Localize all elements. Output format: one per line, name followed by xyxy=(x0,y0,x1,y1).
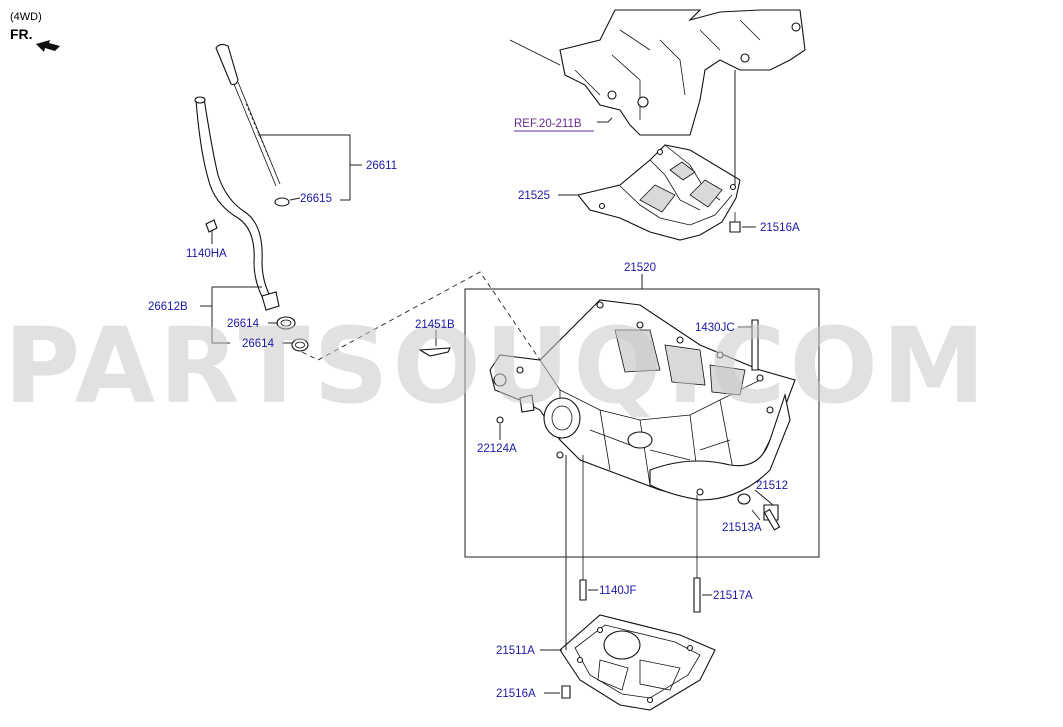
o-ring-26614-lower[interactable] xyxy=(291,338,309,352)
part-label-21516a-bottom[interactable]: 21516A xyxy=(496,688,536,700)
part-label-21511a[interactable]: 21511A xyxy=(496,645,535,657)
lower-oil-pan-21511a[interactable] xyxy=(559,614,716,711)
stud-1430jc[interactable] xyxy=(751,319,759,371)
watermark: PARTSOUQ.COM xyxy=(4,305,989,427)
part-label-21512[interactable]: 21512 xyxy=(756,480,788,492)
plug-22124a[interactable] xyxy=(496,416,504,424)
front-direction-label: FR. xyxy=(10,26,33,42)
variant-label: (4WD) xyxy=(10,11,42,23)
gasket-21513a[interactable] xyxy=(737,493,751,505)
part-label-22124a[interactable]: 22124A xyxy=(477,443,517,455)
bracket-21451b[interactable] xyxy=(418,347,451,357)
part-label-21525[interactable]: 21525 xyxy=(518,190,550,202)
part-label-21516a-top[interactable]: 21516A xyxy=(760,222,800,234)
part-label-26612b[interactable]: 26612B xyxy=(148,301,188,313)
part-label-21517a[interactable]: 21517A xyxy=(713,590,753,602)
part-label-21451b[interactable]: 21451B xyxy=(415,319,455,331)
bolt-21517a[interactable] xyxy=(693,495,701,613)
bolt-21516a-bottom[interactable] xyxy=(561,685,571,699)
baffle-plate-21525[interactable] xyxy=(577,144,741,241)
part-label-26614-lower[interactable]: 26614 xyxy=(242,338,275,350)
part-label-1430jc[interactable]: 1430JC xyxy=(695,322,735,334)
part-label-21513a[interactable]: 21513A xyxy=(722,522,762,534)
drain-plug-21512[interactable] xyxy=(763,504,781,531)
part-label-26615[interactable]: 26615 xyxy=(300,193,332,205)
part-label-26611[interactable]: 26611 xyxy=(366,160,397,172)
upper-oil-pan-21520[interactable] xyxy=(489,299,796,501)
o-ring-26615[interactable] xyxy=(274,197,290,207)
part-label-1140jf[interactable]: 1140JF xyxy=(599,585,637,597)
part-label-26614-upper[interactable]: 26614 xyxy=(227,318,260,330)
bolt-1140jf[interactable] xyxy=(579,455,587,601)
part-label-21520[interactable]: 21520 xyxy=(624,262,656,274)
engine-block-reference xyxy=(509,9,806,136)
ref-label-20-211b[interactable]: REF.20-211B xyxy=(514,118,582,130)
dipstick-rod xyxy=(233,81,281,187)
front-arrow-icon xyxy=(36,40,60,52)
dipstick-tube[interactable] xyxy=(195,97,273,305)
dipstick-assembly xyxy=(194,43,309,352)
dipstick-to-pan-dashed-line xyxy=(301,271,541,361)
bolt-21516a-top[interactable] xyxy=(729,212,741,233)
dipstick-handle xyxy=(215,43,239,86)
part-label-1140ha[interactable]: 1140HA xyxy=(186,248,227,260)
